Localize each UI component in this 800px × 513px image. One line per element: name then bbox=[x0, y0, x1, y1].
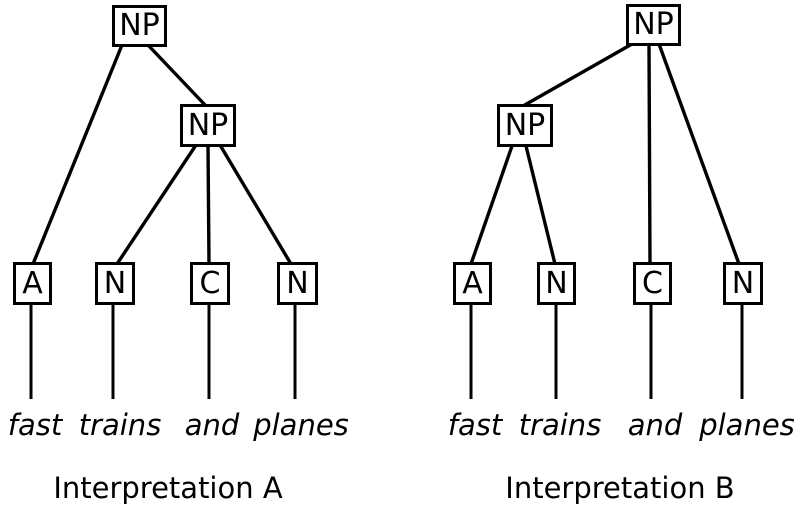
tree-a-caption: Interpretation A bbox=[53, 471, 283, 505]
tree-a-inner-np-node: NP bbox=[180, 104, 236, 147]
tree-a-leaf-c-node: C bbox=[190, 262, 230, 305]
tree-b-word-fast: fast bbox=[447, 408, 503, 442]
tree-a-edge-root-to-np bbox=[146, 43, 208, 108]
tree-a-leaf-n2-node: N bbox=[277, 262, 318, 305]
tree-a-edge-np-to-n2 bbox=[218, 144, 293, 265]
tree-b-leaf-a-node: A bbox=[453, 262, 492, 305]
tree-b-leaf-n2-node: N bbox=[723, 262, 763, 305]
tree-b-word-trains: trains bbox=[518, 408, 602, 442]
tree-a-leaf-n1-node: N bbox=[95, 262, 135, 305]
tree-b-leaf-c-node: C bbox=[633, 262, 672, 305]
tree-a-leaf-a-node: A bbox=[13, 262, 52, 305]
tree-a-word-planes: planes bbox=[253, 408, 349, 442]
tree-a-word-trains: trains bbox=[78, 408, 162, 442]
tree-b-edge-root-to-c bbox=[647, 43, 652, 265]
tree-a-edge-np-to-n1 bbox=[115, 144, 198, 265]
tree-a-edge-np-to-c bbox=[206, 144, 211, 265]
tree-b-root-np-node: NP bbox=[626, 4, 681, 46]
tree-a-word-and: and bbox=[184, 408, 240, 442]
tree-b-edge-np-to-n1 bbox=[524, 145, 557, 265]
tree-b-word-planes: planes bbox=[699, 408, 795, 442]
tree-b-edge-np-to-a bbox=[469, 145, 514, 265]
tree-b-edge-root-to-np bbox=[522, 42, 633, 108]
tree-a-root-np-node: NP bbox=[112, 5, 167, 47]
tree-b-caption: Interpretation B bbox=[505, 471, 735, 505]
tree-b-edge-root-to-n2 bbox=[657, 43, 741, 265]
tree-b-word-and: and bbox=[627, 408, 683, 442]
tree-a-word-fast: fast bbox=[7, 408, 63, 442]
tree-a-edge-root-to-a bbox=[31, 44, 124, 265]
tree-b-leaf-n1-node: N bbox=[537, 262, 576, 305]
tree-b-inner-np-node: NP bbox=[497, 104, 553, 147]
